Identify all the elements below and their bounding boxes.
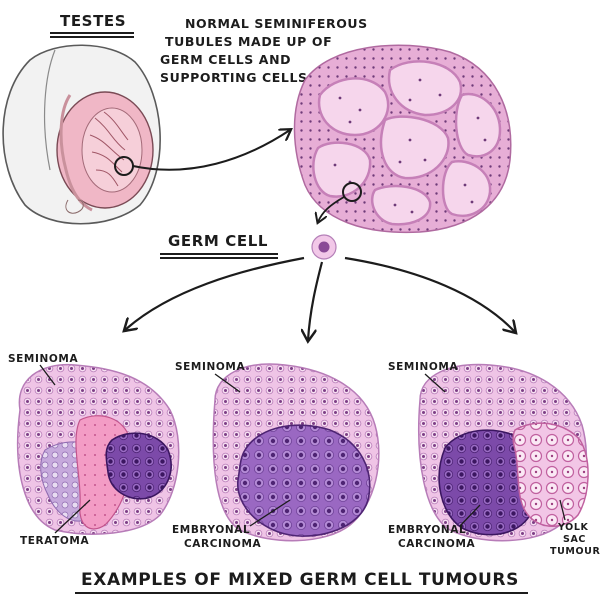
- tubules-line-2: TUBULES MADE UP OF: [165, 34, 332, 49]
- panel-2-embryonal-region: [237, 424, 371, 537]
- panel-2-label-carcinoma: CARCINOMA: [184, 538, 261, 550]
- testes-label: TESTES: [60, 12, 126, 30]
- tubule-zoom-circle: [342, 182, 362, 202]
- panel-3-yolk-sac-region: [512, 422, 589, 527]
- branch-arrow-left: [125, 256, 305, 330]
- panel-2-label-embryonal: EMBRYONAL: [172, 524, 250, 536]
- branch-arrow-middle: [308, 261, 324, 340]
- panel-3-label-sac: SAC: [563, 534, 586, 545]
- panel-3-label-yolk: YOLK: [557, 522, 588, 533]
- testis-to-tubules-arrow: [132, 130, 290, 171]
- panel-2-seminoma-pointer: [214, 373, 241, 393]
- panel-3-label-tumour: TUMOUR: [550, 546, 600, 557]
- footer-title: EXAMPLES OF MIXED GERM CELL TUMOURS: [81, 570, 519, 590]
- panel-1-label-teratoma: TERATOMA: [20, 535, 89, 547]
- tubule-to-cell-arrow: [318, 196, 345, 222]
- panel-1-dark-nest: [105, 432, 172, 500]
- panel-3-label-carcinoma: CARCINOMA: [398, 538, 475, 550]
- panel-seminoma-embryonal: SEMINOMA EMBRYONAL CARCINOMA: [172, 361, 380, 550]
- panel-seminoma-embryonal-yolk: SEMINOMA EMBRYONAL CARCINOMA YOLK SAC TU…: [388, 361, 600, 557]
- tubules-line-4: SUPPORTING CELLS: [160, 70, 308, 85]
- tubules-cross-section: [293, 44, 512, 234]
- panel-seminoma-teratoma: SEMINOMA TERATOMA: [8, 353, 180, 547]
- panel-2-label-seminoma: SEMINOMA: [175, 361, 245, 373]
- tubules-line-1: NORMAL SEMINIFEROUS: [185, 16, 368, 31]
- germ-cell-label: GERM CELL: [168, 232, 268, 250]
- panel-3-label-seminoma: SEMINOMA: [388, 361, 458, 373]
- tubules-description: NORMAL SEMINIFEROUS TUBULES MADE UP OF G…: [160, 16, 368, 85]
- panel-1-label-seminoma: SEMINOMA: [8, 353, 78, 365]
- germ-cell: [311, 234, 337, 260]
- panel-1-seminoma-pointer: [39, 364, 56, 386]
- panel-3-label-embryonal: EMBRYONAL: [388, 524, 466, 536]
- panel-3-embryonal-pointer: [459, 504, 481, 527]
- panel-3-seminoma-pointer: [424, 373, 446, 393]
- branch-arrow-right: [344, 256, 515, 332]
- panel-2-embryonal-pointer: [249, 499, 291, 527]
- panel-3-yolk-pointer: [559, 499, 566, 521]
- testis-illustration: [2, 44, 161, 225]
- tubules-line-3: GERM CELLS AND: [160, 52, 291, 67]
- panel-1-teratoma-pointer: [54, 499, 91, 534]
